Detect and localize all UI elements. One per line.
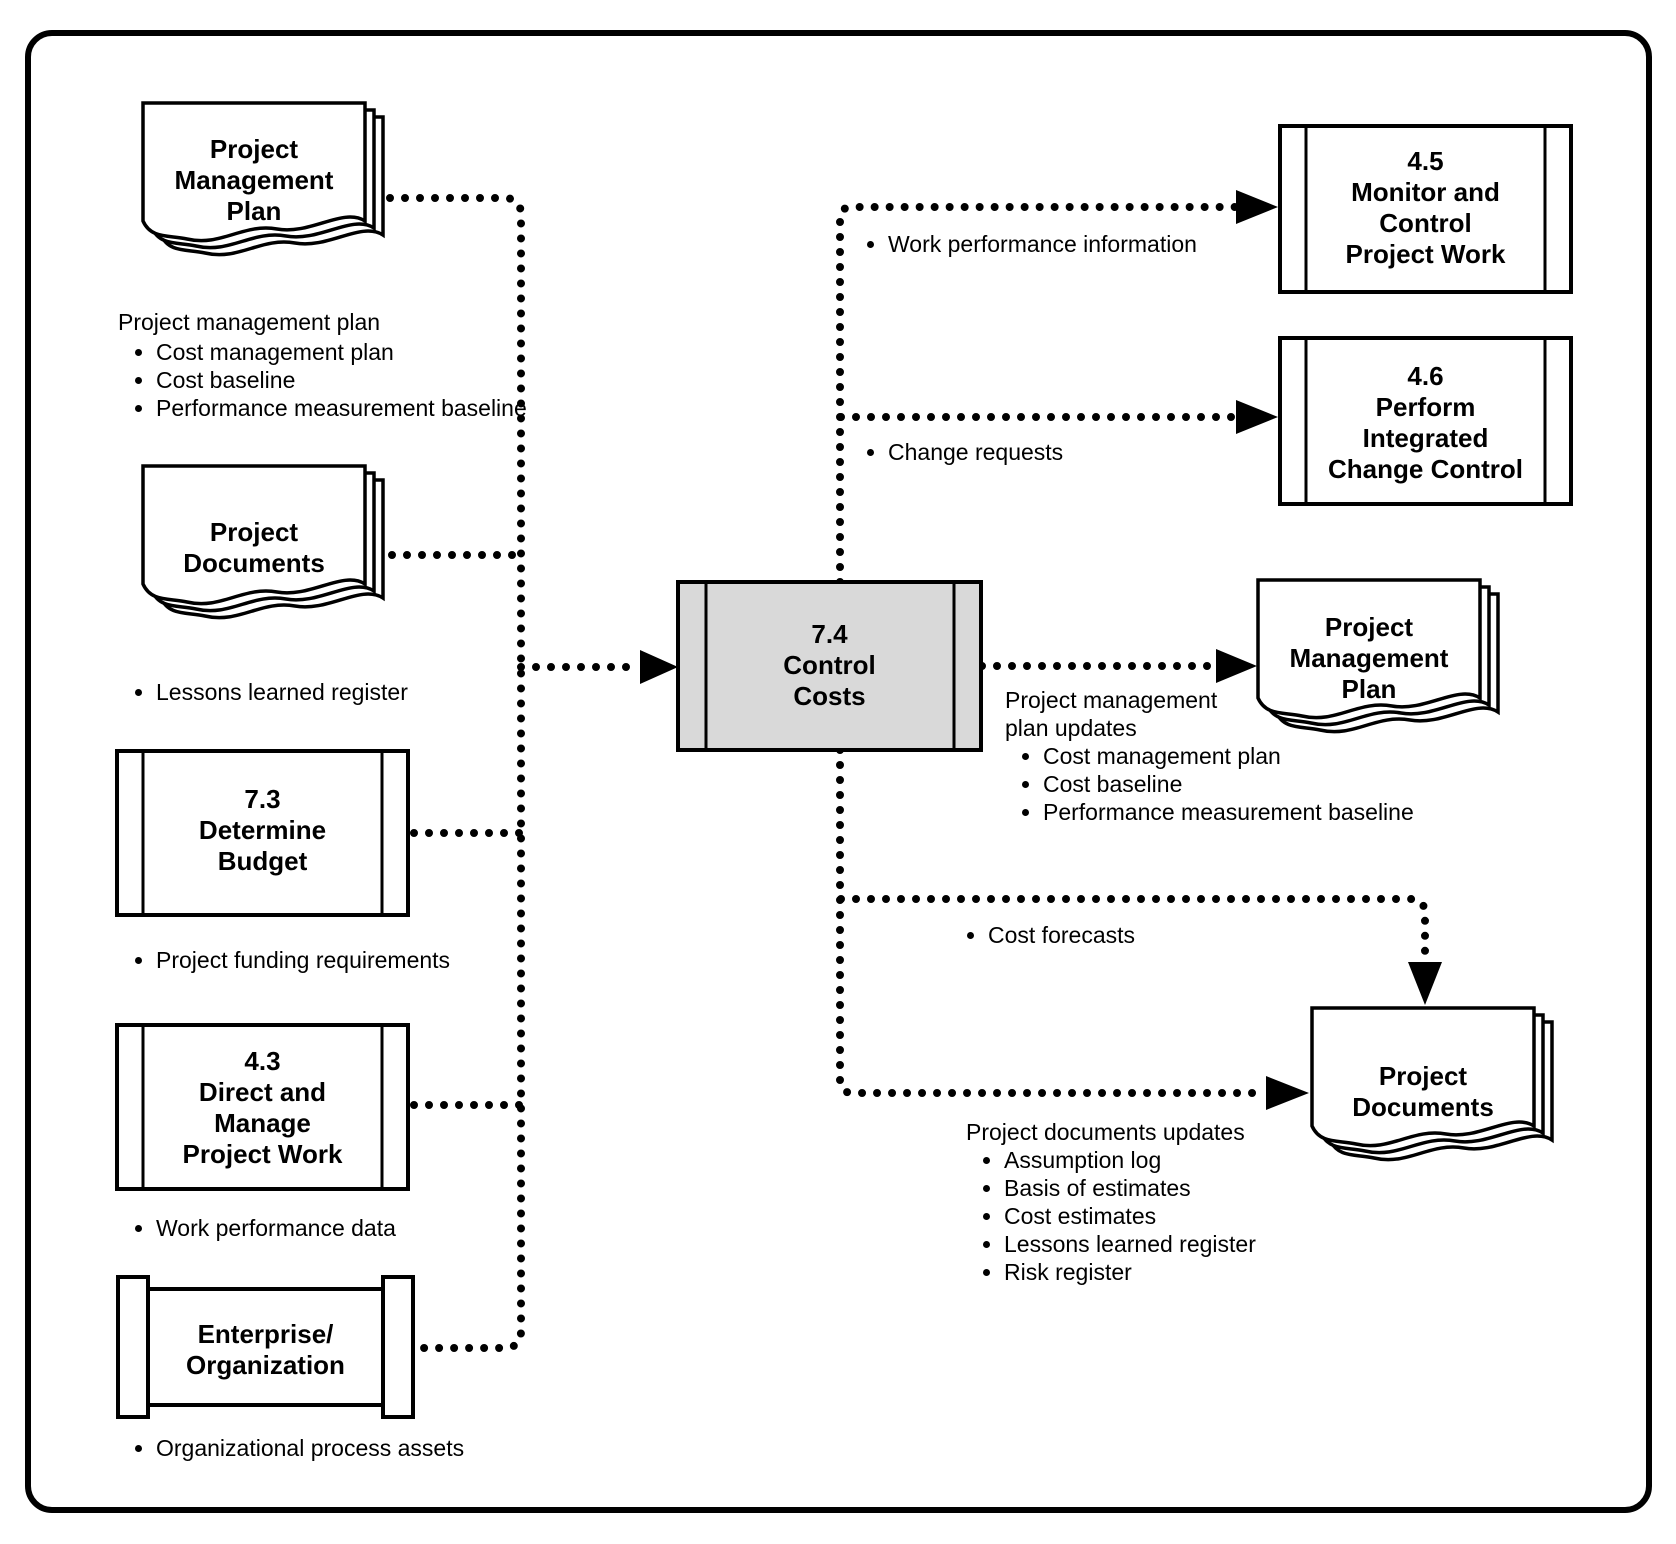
process-title-direct-manage-project-work: 4.3 Direct and Manage Project Work (182, 1046, 343, 1169)
bullet-item: Lessons learned register (156, 678, 408, 706)
arrowhead-project-documents-left (1266, 1076, 1309, 1110)
bullet-item: Project funding requirements (156, 946, 450, 974)
document-shape-project-documents-output (1310, 1006, 1554, 1162)
connector-cost-forecasts (837, 895, 1429, 966)
edge-label-change-requests: Change requests (850, 438, 1063, 466)
document-shape-pm-plan-input (141, 101, 385, 257)
bullet-item: Risk register (1004, 1258, 1256, 1286)
bullet-item: Work performance information (888, 230, 1197, 258)
note-list-pm-plan-updates: Cost management plan Cost baseline Perfo… (1005, 742, 1414, 826)
note-heading-pm-plan-updates: Project management plan updates (1005, 687, 1218, 741)
bullet-item: Performance measurement baseline (156, 394, 527, 422)
doc-title-project-documents-output: Project Documents (1352, 1061, 1494, 1122)
bullet-item: Cost management plan (156, 338, 527, 366)
process-box-perform-integrated-change-control (1278, 336, 1573, 506)
diagram-frame (25, 30, 1652, 1513)
process-box-determine-budget (115, 749, 410, 917)
bullet-item: Basis of estimates (1004, 1174, 1256, 1202)
connector-project-documents-updates (836, 746, 1270, 1097)
note-list-pm-plan-input: Cost management plan Cost baseline Perfo… (118, 338, 527, 422)
connector-input-bus (386, 194, 525, 1352)
process-title-control-costs: 7.4 Control Costs (783, 619, 876, 711)
bullet-item: Organizational process assets (156, 1434, 464, 1462)
bullet-item: Assumption log (1004, 1146, 1256, 1174)
bullet-item: Cost baseline (156, 366, 527, 394)
enterprise-organization-title: Enterprise/ Organization (186, 1319, 345, 1380)
bullet-item: Cost forecasts (988, 921, 1135, 949)
arrowhead-monitor-control (1236, 190, 1278, 224)
note-heading-pm-plan-input: Project management plan (118, 309, 381, 335)
arrowhead-pm-plan (1216, 649, 1257, 683)
bullet-item: Cost estimates (1004, 1202, 1256, 1230)
process-title-perform-integrated-change-control: 4.6 Perform Integrated Change Control (1328, 361, 1523, 484)
process-box-monitor-control-project-work (1278, 124, 1573, 294)
note-list-direct-manage: Work performance data (118, 1214, 396, 1242)
edge-label-work-performance-information: Work performance information (850, 230, 1197, 258)
document-shape-project-documents-input (141, 464, 385, 620)
edge-label-cost-forecasts: Cost forecasts (950, 921, 1135, 949)
process-box-direct-manage-project-work (115, 1023, 410, 1191)
arrowhead-integrated-change-control (1236, 400, 1278, 434)
bullet-item: Cost management plan (1043, 742, 1414, 770)
bullet-item: Change requests (888, 438, 1063, 466)
note-list-determine-budget: Project funding requirements (118, 946, 450, 974)
document-shape-pm-plan-output (1256, 578, 1500, 734)
note-list-enterprise-organization: Organizational process assets (118, 1434, 464, 1462)
doc-title-pm-plan-output: Project Management Plan (1289, 612, 1449, 704)
connector-work-performance-information (836, 203, 1240, 586)
process-box-control-costs (676, 580, 983, 752)
bullet-item: Lessons learned register (1004, 1230, 1256, 1258)
bullet-item: Work performance data (156, 1214, 396, 1242)
note-list-project-documents-input: Lessons learned register (118, 678, 408, 706)
note-list-project-documents-updates: Assumption log Basis of estimates Cost e… (966, 1146, 1256, 1286)
arrowhead-project-documents-top (1408, 962, 1442, 1005)
enterprise-organization-shape (116, 1275, 415, 1419)
bullet-item: Cost baseline (1043, 770, 1414, 798)
bullet-item: Performance measurement baseline (1043, 798, 1414, 826)
process-title-monitor-control-project-work: 4.5 Monitor and Control Project Work (1345, 146, 1506, 269)
arrowhead-into-control-costs (640, 650, 678, 684)
doc-title-project-documents-input: Project Documents (183, 517, 325, 578)
doc-title-pm-plan-input: Project Management Plan (174, 134, 334, 226)
note-heading-project-documents-updates: Project documents updates (966, 1119, 1245, 1145)
process-title-determine-budget: 7.3 Determine Budget (198, 784, 327, 876)
